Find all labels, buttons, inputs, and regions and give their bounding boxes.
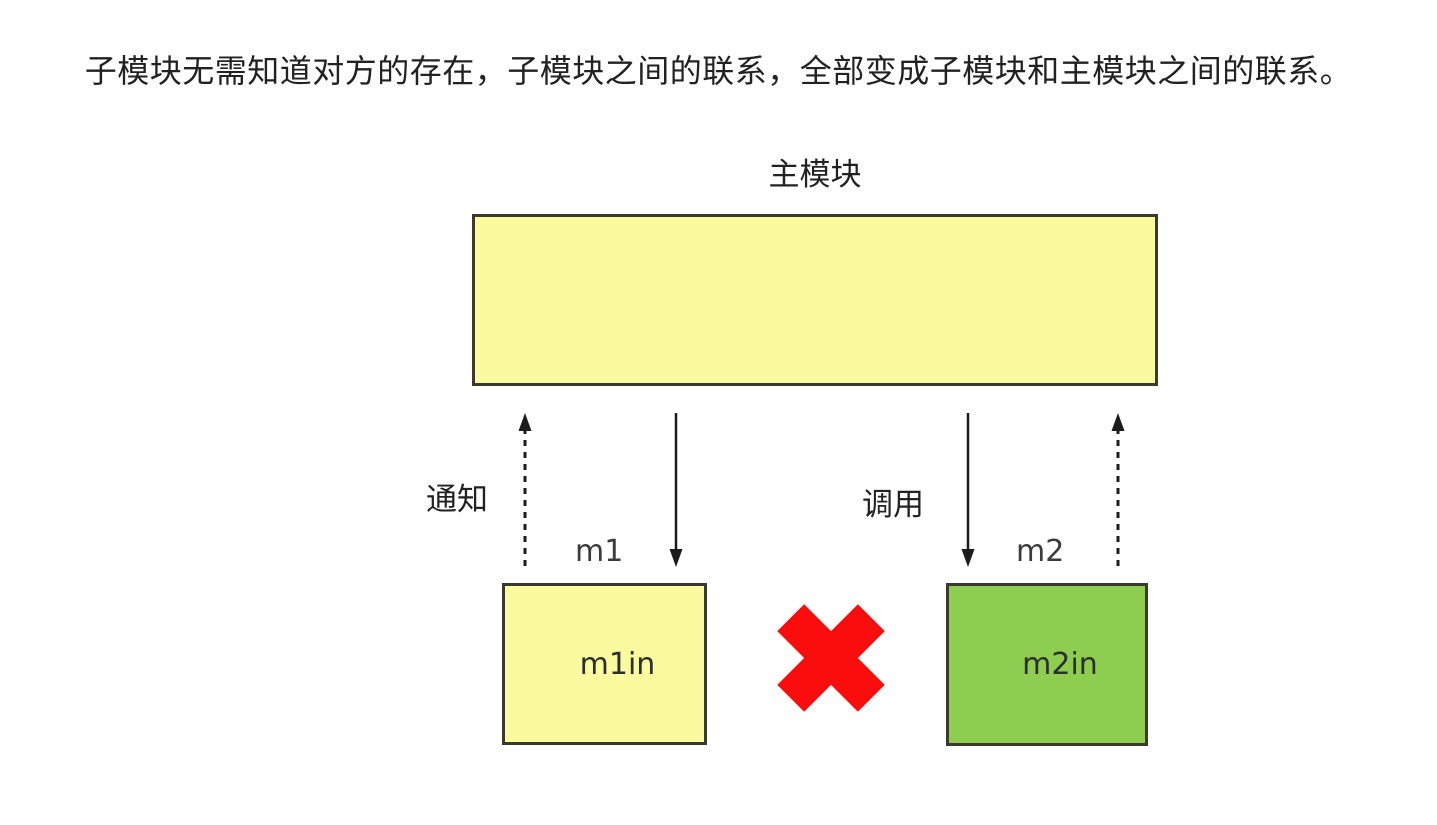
red-x-icon: [777, 604, 885, 712]
module2-inner-label: m2in: [1022, 647, 1098, 682]
call-edge-label: 调用: [862, 487, 924, 523]
call-arrow-down-right-icon: [961, 413, 975, 567]
main-module-box: [472, 214, 1158, 386]
notify-arrow-up-right-icon: [1111, 413, 1125, 566]
module2-box: m2in: [946, 583, 1148, 746]
page-title: 子模块无需知道对方的存在，子模块之间的联系，全部变成子模块和主模块之间的联系。: [84, 52, 1353, 90]
call-arrow-down-left-icon: [669, 413, 683, 567]
module1-box: m1in: [502, 583, 707, 745]
module2-name-label: m2: [1016, 534, 1065, 569]
notify-edge-label: 通知: [426, 482, 488, 518]
module1-name-label: m1: [575, 534, 624, 569]
module1-inner-label: m1in: [579, 646, 656, 682]
notify-arrow-up-left-icon: [518, 413, 532, 566]
main-module-label: 主模块: [768, 157, 862, 193]
